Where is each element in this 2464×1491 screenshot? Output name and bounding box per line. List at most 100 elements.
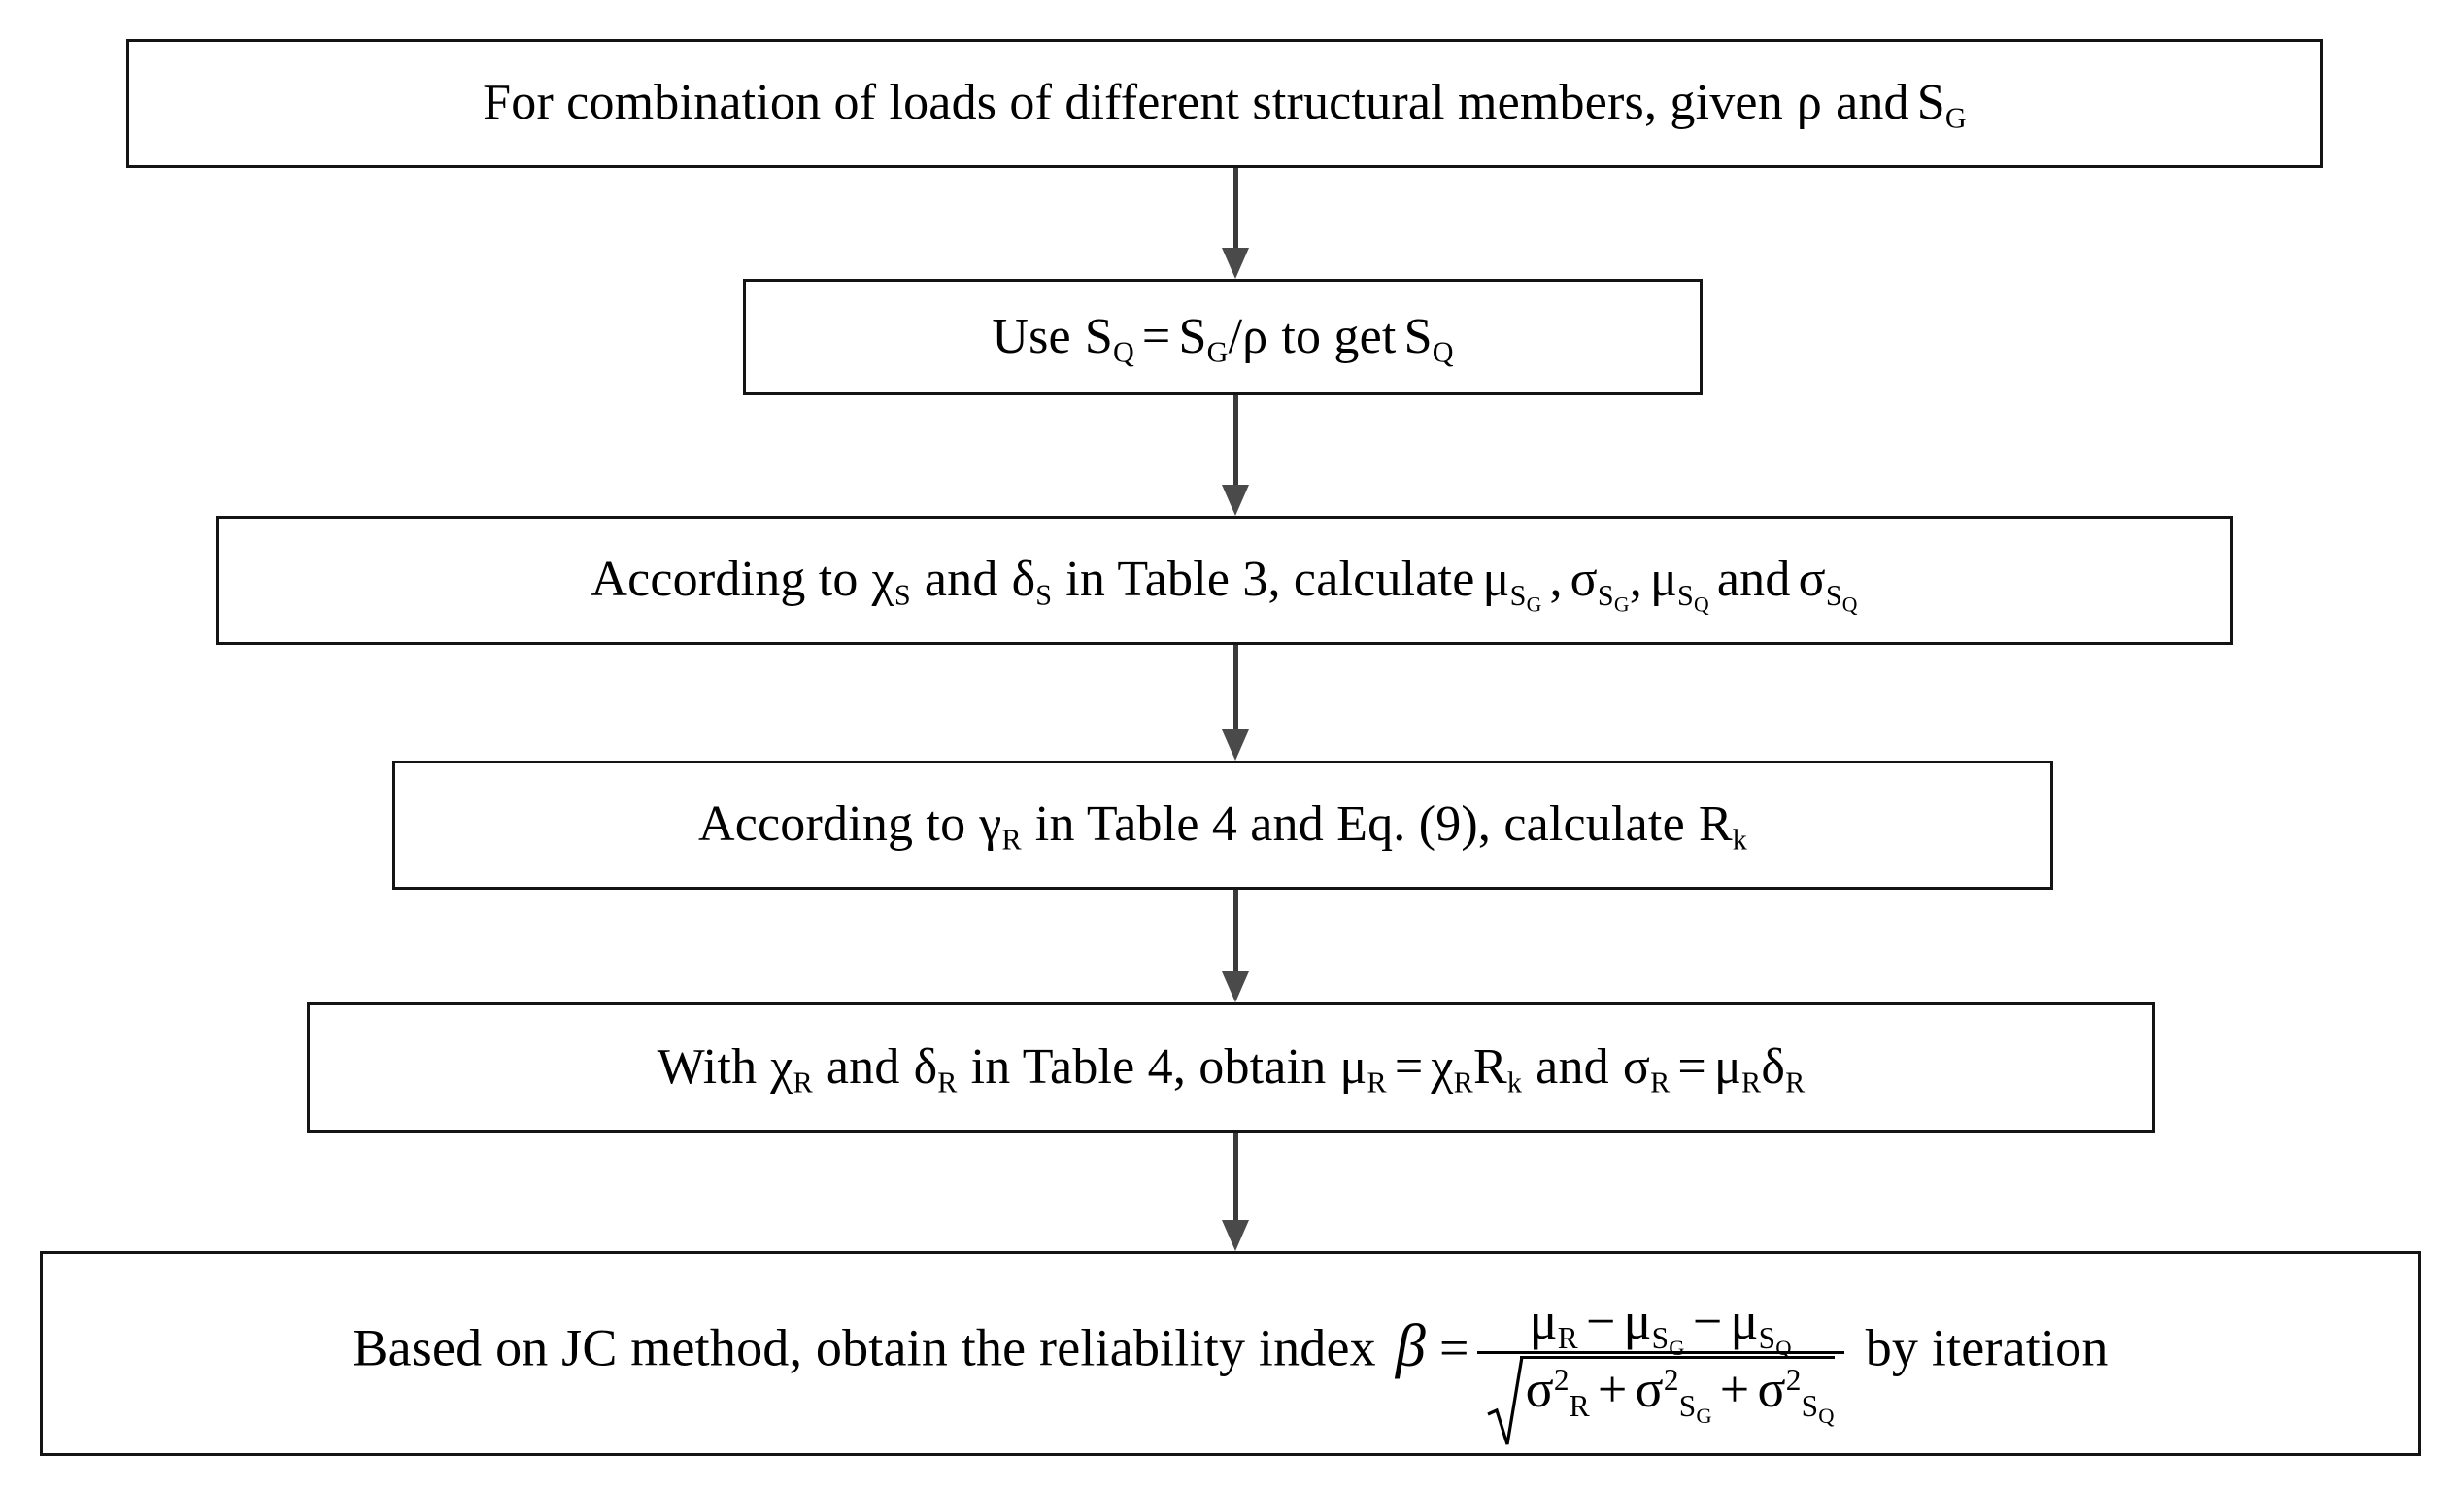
step-3-delta: δ — [1011, 552, 1036, 608]
den-sigma-sg: σ — [1635, 1360, 1664, 1418]
den-sigma-r-exponent: 2 — [1553, 1362, 1570, 1397]
step-4-rk-symbol: R — [1698, 796, 1733, 853]
arrow-step-5-to-step-6 — [1222, 1133, 1249, 1251]
num-mu-sg: μ — [1623, 1292, 1652, 1351]
step-3-mu-sq-subscript: SQ — [1677, 578, 1709, 615]
radical-overbar — [1519, 1356, 1835, 1359]
step-3-mu-sg-subscript: SG — [1509, 578, 1542, 615]
step-6-lead: Based on JC method, obtain the reliabili… — [353, 1318, 1376, 1377]
num-minus-1: − — [1585, 1292, 1616, 1351]
step-1-text: For combination of loads of different st… — [483, 75, 1967, 133]
step-5-mu2: μ — [1713, 1038, 1742, 1095]
step-5-rk-subscript: k — [1506, 1066, 1523, 1100]
step-2-use: Use — [992, 308, 1071, 364]
num-mu-sq: μ — [1730, 1292, 1759, 1351]
den-sigma-sq: σ — [1757, 1360, 1786, 1418]
den-sigma-sg-exponent: 2 — [1663, 1362, 1679, 1397]
step-3-mu-sg-sub-s: S — [1509, 578, 1527, 612]
step-4-middle: in Table 4 and Eq. (9), calculate — [1034, 796, 1685, 853]
step-5-mu2-subscript: R — [1741, 1066, 1762, 1100]
step-6-tail: by iteration — [1865, 1318, 2109, 1377]
step-3-delta-subscript: S — [1035, 578, 1053, 612]
num-mu-sg-subscript: SG — [1651, 1321, 1685, 1359]
den-sigma-r: σ — [1525, 1360, 1554, 1418]
num-mu-sg-sub-s: S — [1651, 1321, 1670, 1356]
step-3-chi: χ — [871, 552, 894, 608]
step-3-chi-subscript: S — [894, 578, 911, 612]
step-5-delta2-subscript: R — [1785, 1066, 1806, 1100]
arrow-head-icon — [1222, 1220, 1249, 1251]
arrow-head-icon — [1222, 485, 1249, 516]
step-4-gamma-subscript: R — [1001, 823, 1022, 857]
fraction-numerator: μR−μSG−μSQ — [1476, 1292, 1844, 1359]
den-sigma-sq-exponent: 2 — [1785, 1362, 1802, 1397]
step-5-mu: μ — [1339, 1038, 1367, 1095]
step-3-according-to: According to — [591, 552, 859, 608]
step-2-sq2-subscript: Q — [1432, 335, 1454, 369]
step-2-sg-subscript: G — [1206, 335, 1229, 369]
arrow-step-2-to-step-3 — [1222, 395, 1249, 516]
step-4-gamma: γ — [979, 796, 1002, 853]
arrow-shaft — [1233, 395, 1238, 489]
step-5-chi-subscript: R — [793, 1066, 813, 1100]
step-3-mu-sq-sub-q: Q — [1694, 593, 1709, 617]
arrow-step-4-to-step-5 — [1222, 890, 1249, 1002]
num-mu-sq-sub-s: S — [1758, 1321, 1776, 1356]
step-1-lead: For combination of loads of different st… — [483, 75, 1783, 131]
den-sigma-sq-sub-s: S — [1801, 1389, 1819, 1424]
step-3-and-1: and — [924, 552, 998, 608]
den-plus-2: + — [1719, 1360, 1750, 1418]
step-2-to-get: to get — [1281, 308, 1397, 364]
arrow-step-1-to-step-2 — [1222, 168, 1249, 279]
step-5-chi2: χ — [1431, 1038, 1454, 1095]
step-1-and: and — [1836, 75, 1909, 131]
num-mu-sq-sub-q: Q — [1775, 1336, 1792, 1361]
step-3-sigma-sq-sub-q: Q — [1841, 593, 1858, 617]
step-3-mu-sg: μ — [1482, 552, 1510, 608]
num-minus-2: − — [1692, 1292, 1723, 1351]
step-6-equals: = — [1438, 1318, 1469, 1377]
arrow-shaft — [1233, 645, 1238, 733]
step-3-sigma-sg: σ — [1570, 552, 1598, 608]
step-5-chi: χ — [770, 1038, 793, 1095]
step-3-and-2: and — [1716, 552, 1791, 608]
reliability-index-fraction: μR−μSG−μSQ σ2R+σ2SG+σ2SQ — [1476, 1292, 1844, 1445]
step-2-sg-symbol: S — [1178, 308, 1207, 364]
den-sigma-sg-sub-g: G — [1696, 1403, 1712, 1428]
step-3-comma-1: , — [1549, 552, 1563, 608]
step-5-mu-subscript: R — [1367, 1066, 1387, 1100]
step-4-according-to: According to — [697, 796, 966, 853]
arrow-shaft — [1233, 1133, 1238, 1224]
den-plus-1: + — [1597, 1360, 1628, 1418]
step-3-mu-sq: μ — [1649, 552, 1678, 608]
step-5-delta-subscript: R — [937, 1066, 958, 1100]
step-3-mu-sq-sub-s: S — [1677, 578, 1695, 612]
den-sigma-sg-subscript: SG — [1678, 1389, 1712, 1427]
den-sigma-sq-subscript: SQ — [1801, 1389, 1835, 1427]
step-6-text: Based on JC method, obtain the reliabili… — [353, 1292, 2109, 1445]
radicand: σ2R+σ2SG+σ2SQ — [1525, 1360, 1835, 1427]
arrow-shaft — [1233, 890, 1238, 975]
step-5-in-table: in Table 4, obtain — [970, 1038, 1327, 1095]
flow-node-step-6: Based on JC method, obtain the reliabili… — [40, 1251, 2421, 1456]
arrow-head-icon — [1222, 971, 1249, 1002]
num-mu-r-subscript: R — [1557, 1321, 1578, 1356]
step-3-comma-2: , — [1629, 552, 1642, 608]
num-mu-sg-sub-g: G — [1669, 1336, 1685, 1361]
step-5-rk-symbol: R — [1473, 1038, 1507, 1095]
step-5-chi2-subscript: R — [1453, 1066, 1473, 1100]
den-sigma-r-subscript: R — [1569, 1389, 1590, 1424]
step-3-sigma-sg-subscript: SG — [1598, 579, 1630, 615]
step-1-s-symbol: S — [1916, 75, 1945, 131]
step-4-rk-subscript: k — [1732, 823, 1748, 857]
step-2-rho: ρ — [1242, 308, 1268, 364]
num-mu-r: μ — [1529, 1292, 1558, 1351]
step-5-with: With — [657, 1038, 758, 1095]
den-sigma-sg-sub-s: S — [1678, 1389, 1697, 1424]
